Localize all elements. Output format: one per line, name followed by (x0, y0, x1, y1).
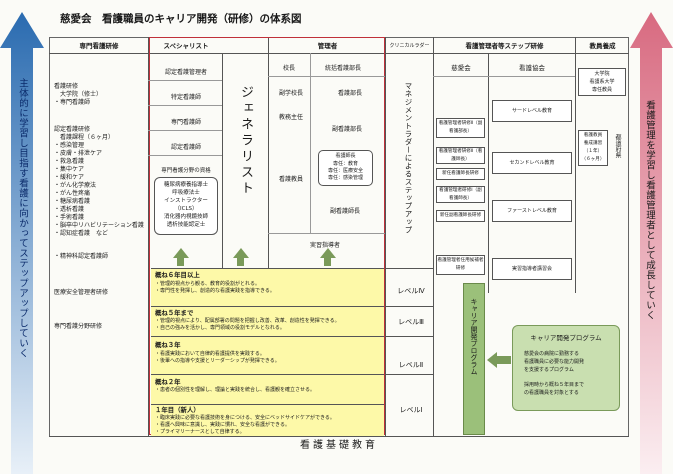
faculty-univ-box: 大学院 看護系大学 専任教員 (578, 68, 626, 96)
foundation-label: 看護基礎教育 (300, 440, 378, 451)
header-mgr-step: 看護管理者等ステップ研修 (465, 42, 544, 50)
head-nurse-box: 看護師長 専任：教育 専任：医療安全 専任：感染管理 (318, 150, 373, 186)
specialty-field: 専門看護分野研修 (54, 323, 103, 330)
level-3: レベルⅢ (398, 318, 424, 326)
generalist-label: ジェネラリスト (238, 85, 253, 197)
mgr-nursing-director: 統括看護部長 (325, 65, 362, 72)
header-specialist: スペシャリスト (163, 42, 209, 50)
mgmt-ladder-text: マネジメントラダーによるステップアップ (404, 82, 413, 234)
mgr-preceptor: 実習指導者 (309, 242, 340, 249)
year-box-6plus: 概ね６年目以上 ・管理的視点から観る、教育的役割がとれる。 ・専門性を発揮し、創… (151, 268, 384, 306)
career-program-bar (463, 283, 485, 435)
left-arrow-text: 主体的に学習し目指す看護に向かってステップアップしていく (17, 78, 28, 358)
career-program-box (512, 325, 620, 411)
mgr-director: 校長 (283, 65, 296, 72)
mgr-deputy-head: 副看護部長 (332, 126, 363, 133)
left-up-arrow (0, 12, 44, 474)
year-box-5: 概ね５年まで ・管理的視点により、配属部署の問題を把握し改善、改革、創造性を発揮… (151, 306, 384, 336)
mgr-academic: 教務主任 (279, 114, 304, 121)
mgr-step-jiaikai: 慈愛会 (451, 64, 471, 72)
year-box-3: 概ね３年 ・看護実践において自律的看護提供を実践する。 ・後輩への指導や支援とリ… (151, 336, 384, 374)
specialty-medical-safety: 医療安全管理者研修 (54, 289, 109, 296)
career-program-title: キャリア開発プログラム (530, 334, 602, 342)
right-up-arrow (630, 12, 673, 474)
header-clinical-ladder: クリニカルラダー (389, 43, 430, 49)
specialist-quals-box: 糖尿病療養指導士 呼吸療法士 インストラクター （ICLS） 消化器内視鏡技師 … (154, 177, 218, 235)
level-4: レベルⅣ (397, 287, 425, 295)
header-specialty: 専門看護研修 (79, 42, 119, 50)
faculty-location: 都道府県 (614, 134, 621, 158)
year-box-1: １年目（新人） ・臨床実践に必要な看護技術を身につける、安全にベッドサイドケアが… (151, 404, 384, 436)
specialist-item: 専門看護分野の資格 (161, 168, 211, 174)
mgr-deputy-chief: 副看護師長 (330, 208, 361, 215)
mgr-vice-director: 副学校長 (279, 90, 304, 97)
assoc-level-box: ファーストレベル教育 (492, 200, 572, 222)
right-arrow-text: 看護管理を学習し看護管理者として成長していく (644, 100, 655, 320)
course-box: 新任副看護師長研修 (436, 210, 485, 222)
course-box: 看護管理者研修Ⅰ（副看護師長） (436, 186, 485, 203)
course-box: 看護管理者研修Ⅱ（副看護部長） (436, 118, 485, 138)
assoc-level-box: サードレベル教育 (492, 100, 572, 122)
mgr-teacher: 看護教員 (279, 176, 304, 183)
specialist-item: 認定看護師 (170, 144, 201, 151)
mgr-nursing-head: 看護部長 (338, 90, 363, 97)
course-box: 看護管理者研修Ⅱ（看護師長） (436, 147, 485, 164)
page-title: 慈愛会 看護職員のキャリア開発（研修）の体系図 (60, 13, 302, 25)
specialist-item: 特定看護師 (170, 94, 201, 101)
mgr-step-association: 看護協会 (519, 64, 545, 72)
arrow-to-bar (487, 352, 497, 368)
assoc-level-box: 実習指導者講習会 (492, 258, 572, 280)
level-2: レベルⅡ (398, 361, 424, 369)
year-box-2: 概ね２年 ・患者の個別性を理解し、理論と実践を統合し、看護観を確立させる。 (151, 374, 384, 404)
specialist-item: 認定看護管理者 (164, 69, 207, 76)
assoc-level-box: セカンドレベル教育 (492, 152, 572, 174)
course-box: 看護管理者任用候補者研修 (436, 255, 485, 275)
level-1: レベルⅠ (399, 406, 423, 414)
header-faculty: 教員養成 (589, 42, 616, 50)
specialist-item: 専門看護師 (170, 119, 201, 126)
career-program-bar-text: キャリア開発プログラム (470, 298, 478, 375)
course-box: 新任看護師長研修 (436, 168, 485, 180)
faculty-course-box: 看護教員 養成講習 （１年） （６ヶ月） (578, 130, 608, 166)
header-manager: 管理者 (317, 42, 338, 50)
specialty-psych: ・精神科認定看護師 (54, 253, 109, 260)
